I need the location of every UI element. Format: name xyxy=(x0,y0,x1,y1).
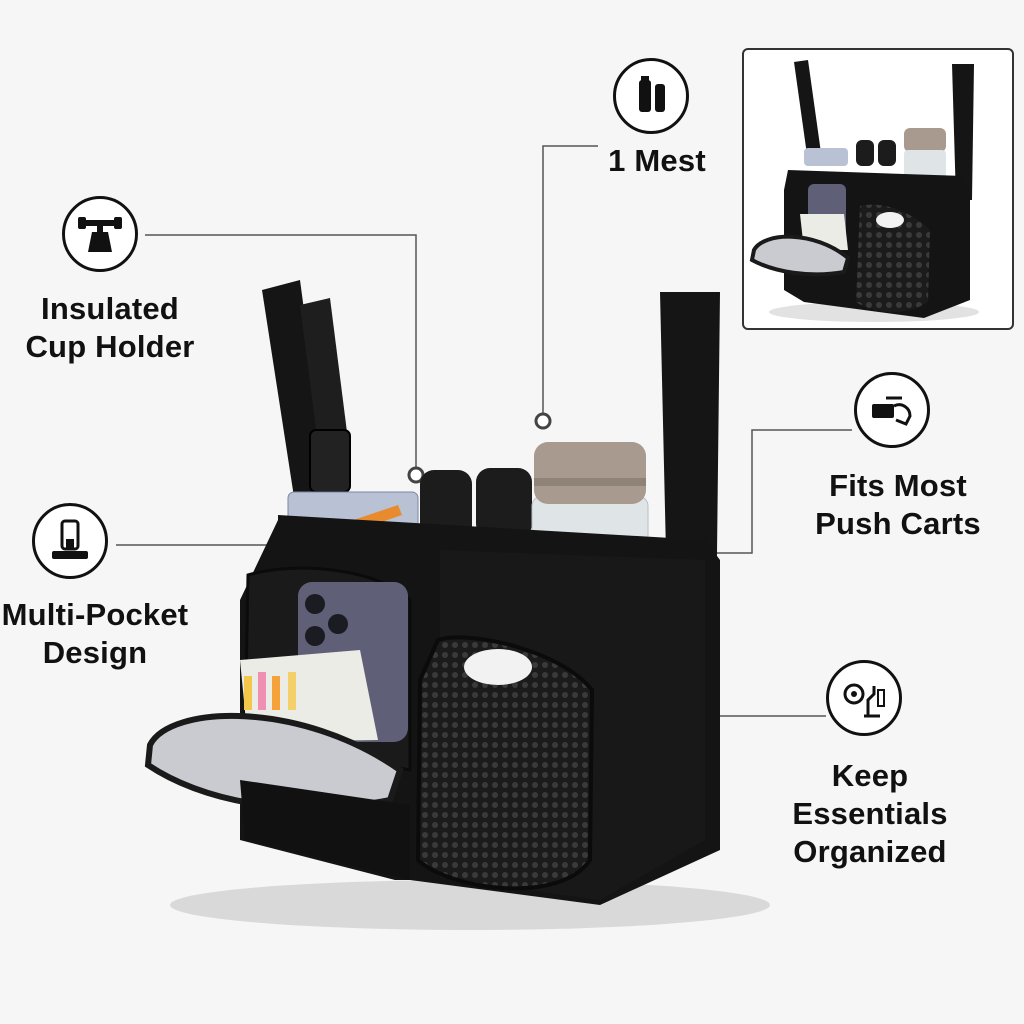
inset-product-view xyxy=(742,48,1014,330)
label-line: Fits Most xyxy=(829,468,967,503)
gear-tee-icon xyxy=(826,660,902,736)
callout-line-insulated xyxy=(145,234,417,470)
callout-dot-insulated xyxy=(407,466,425,484)
label-line: Cup Holder xyxy=(25,329,195,364)
cup-holder-icon xyxy=(62,196,138,272)
label-fits-most-push-carts: Fits Most Push Carts xyxy=(800,467,996,543)
callout-line-mest xyxy=(542,145,598,418)
label-line: Essentials xyxy=(792,796,948,831)
cart-hand-icon xyxy=(854,372,930,448)
label-line: Multi-Pocket xyxy=(1,597,189,632)
phone-pocket-icon xyxy=(32,503,108,579)
label-line: Design xyxy=(42,635,148,670)
label-line: Insulated xyxy=(41,291,179,326)
label-keep-essentials-organized: Keep Essentials Organized xyxy=(772,757,968,871)
inset-bag-illustration xyxy=(749,60,979,322)
callout-dot-mest xyxy=(534,412,552,430)
label-line: Organized xyxy=(793,834,947,869)
label-multi-pocket-design: Multi-Pocket Design xyxy=(0,596,200,672)
label-line: Keep xyxy=(831,758,909,793)
bottle-icon xyxy=(613,58,689,134)
label-line: 1 Mest xyxy=(608,143,706,178)
label-mest: 1 Mest xyxy=(596,142,718,180)
label-line: Push Carts xyxy=(815,506,981,541)
label-insulated-cup-holder: Insulated Cup Holder xyxy=(10,290,210,366)
